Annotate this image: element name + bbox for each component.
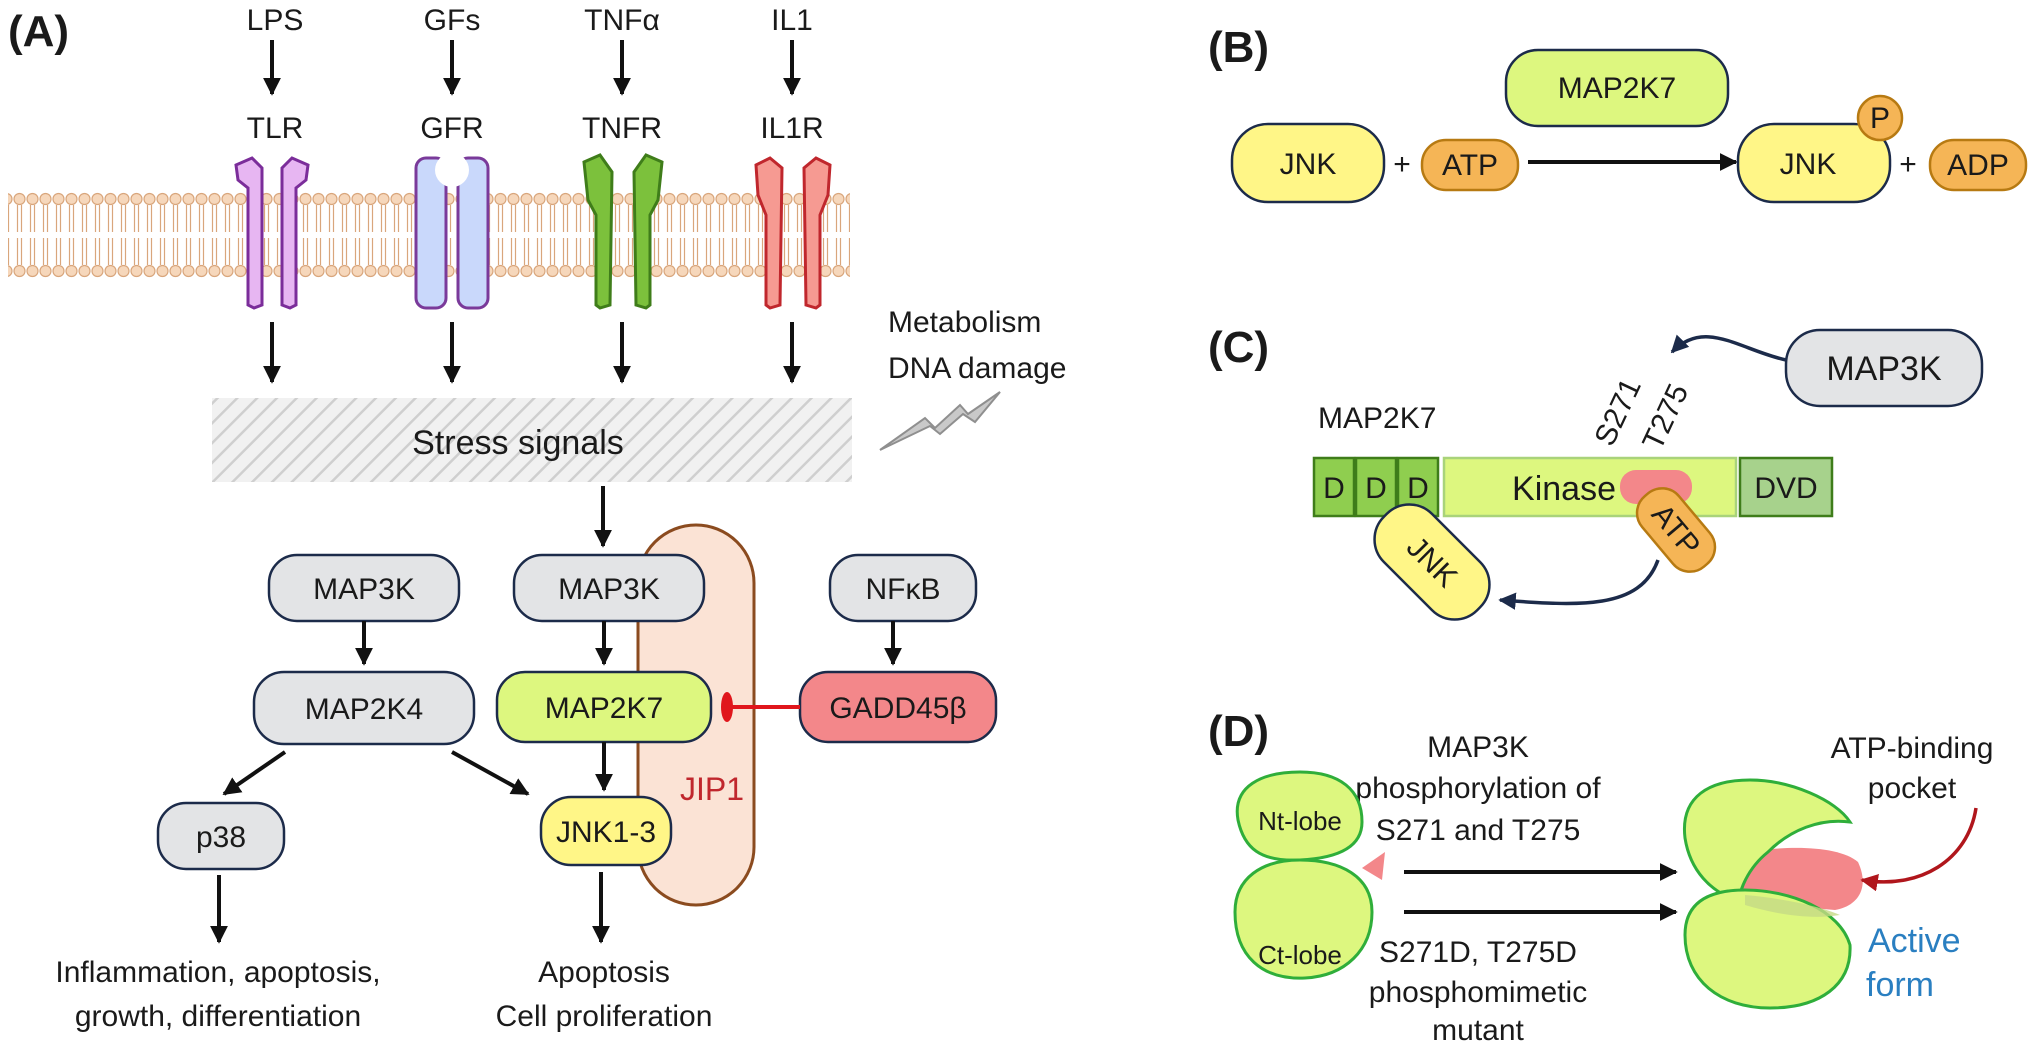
inactive-kinase-icon — [1233, 770, 1385, 980]
panel-b-atp-node — [1420, 138, 1520, 192]
map2k4-to-p38-arrow — [222, 750, 287, 796]
panel-b-jnk-node — [1230, 122, 1386, 204]
phosphate-icon — [1856, 94, 1904, 142]
panel-b-jnk-p-node — [1736, 122, 1892, 204]
tnfr-receptor-icon — [582, 153, 664, 310]
ligand-tnfa: TNFα — [584, 4, 660, 37]
dvd-label: DVD — [1754, 472, 1817, 505]
receptor-tnfr: TNFR — [582, 112, 662, 145]
map2k4-label: MAP2K4 — [305, 693, 423, 726]
panel-c-map2k7-label: MAP2K7 — [1318, 402, 1436, 435]
outcome-right-line2: Cell proliferation — [496, 1000, 713, 1033]
atp-pocket-pointer-arrow — [1860, 807, 1978, 892]
d-domain-1 — [1312, 456, 1356, 518]
gfr-receptor-icon — [414, 153, 490, 310]
map2k4-node — [252, 670, 476, 746]
p38-node — [156, 801, 286, 871]
gadd45b-label: GADD45β — [829, 692, 966, 725]
map3k-right-label: MAP3K — [558, 573, 660, 606]
panel-d-top-line3: S271 and T275 — [1376, 814, 1581, 847]
panel-b-map2k7-label: MAP2K7 — [1558, 72, 1676, 105]
d-domain-2-label: D — [1365, 472, 1387, 505]
panel-b-adp-node — [1928, 138, 2028, 192]
jnk1-3-label: JNK1-3 — [556, 816, 656, 849]
panel-c-jnk-node — [1373, 503, 1491, 621]
d-domain-3-label: D — [1407, 472, 1429, 505]
stress-signals-band — [212, 398, 852, 482]
map3k-phosphorylation-arrow — [1670, 334, 1787, 362]
nfkb-node — [828, 553, 978, 623]
atp-to-jnk-arrow — [1498, 559, 1660, 610]
map3k-right-node — [512, 553, 706, 623]
receptor-il1r: IL1R — [760, 112, 823, 145]
map2k7-label: MAP2K7 — [545, 692, 663, 725]
receptor-gfr: GFR — [420, 112, 483, 145]
phosphate-label: P — [1870, 102, 1890, 135]
dvd-domain — [1738, 456, 1834, 518]
outcome-right-line1: Apoptosis — [538, 956, 670, 989]
panel-b-plus-1: + — [1393, 148, 1411, 181]
inhibition-marker — [721, 692, 800, 722]
panel-c-atp-node — [1635, 487, 1717, 573]
panel-label-c: (C) — [1208, 323, 1269, 372]
nt-lobe-label: Nt-lobe — [1258, 806, 1342, 836]
atp-pocket-line2: pocket — [1868, 772, 1957, 805]
ligand-gfs: GFs — [424, 4, 481, 37]
kinase-label: Kinase — [1512, 470, 1616, 508]
d-domain-1-label: D — [1323, 472, 1345, 505]
ct-lobe-label: Ct-lobe — [1258, 940, 1342, 970]
ligand-arrows — [263, 40, 801, 96]
active-form-line1: Active — [1868, 922, 1961, 960]
panel-d-bottom-line2: phosphomimetic — [1369, 976, 1587, 1009]
panel-c-map3k-node — [1784, 328, 1984, 408]
dna-damage-label: DNA damage — [888, 352, 1066, 385]
panel-d-top-line2: phosphorylation of — [1355, 772, 1601, 805]
tlr-receptor-icon — [234, 156, 310, 310]
jnk1-3-node — [539, 795, 673, 867]
panel-c-map3k-label: MAP3K — [1826, 350, 1942, 388]
receptor-tlr: TLR — [247, 112, 304, 145]
d-domain-2 — [1354, 456, 1398, 518]
ligand-il1: IL1 — [771, 4, 813, 37]
panel-d-bottom-line3: mutant — [1432, 1014, 1524, 1046]
panel-label-a: (A) — [8, 7, 69, 56]
map3k-left-label: MAP3K — [313, 573, 415, 606]
panel-b-map2k7-node — [1504, 48, 1730, 128]
active-kinase-icon — [1682, 778, 1863, 1010]
panel-b-adp-label: ADP — [1947, 149, 2009, 182]
panel-b-jnk-p-label: JNK — [1780, 148, 1837, 181]
ligand-lps: LPS — [247, 4, 304, 37]
map2k4-to-jnk-arrow — [451, 750, 530, 796]
panel-d-bottom-line1: S271D, T275D — [1379, 936, 1577, 969]
receptor-to-stress-arrows — [263, 322, 801, 384]
nfkb-label: NFκB — [866, 573, 941, 606]
active-form-line2: form — [1866, 966, 1934, 1004]
atp-pocket-line1: ATP-binding — [1831, 732, 1994, 765]
lightning-bolt-icon — [879, 391, 1001, 451]
outcome-left-line2: growth, differentiation — [75, 1000, 361, 1033]
outcome-left-line1: Inflammation, apoptosis, — [55, 956, 380, 989]
panel-label-b: (B) — [1208, 23, 1269, 72]
panel-b-plus-2: + — [1899, 148, 1917, 181]
panel-d-top-line1: MAP3K — [1427, 731, 1529, 764]
jip1-label: JIP1 — [680, 771, 744, 807]
il1r-receptor-icon — [754, 156, 832, 310]
panel-b-jnk-label: JNK — [1280, 148, 1337, 181]
panel-b-atp-label: ATP — [1442, 149, 1498, 182]
metabolism-label: Metabolism — [888, 306, 1041, 339]
p38-label: p38 — [196, 821, 246, 854]
stress-signals-label: Stress signals — [412, 424, 624, 462]
panel-label-d: (D) — [1208, 707, 1269, 756]
